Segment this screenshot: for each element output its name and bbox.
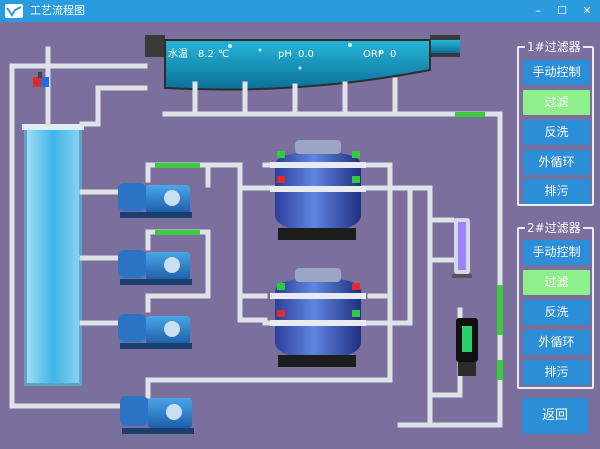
pipe-network: [9, 46, 503, 428]
filter2-title: 2#过滤器: [525, 220, 583, 236]
filter1-filter-button[interactable]: 过滤: [523, 90, 590, 115]
ph-value: 0.0: [298, 49, 314, 60]
maximize-button[interactable]: ☐: [557, 4, 567, 17]
filter1-external-circulation-button[interactable]: 外循环: [523, 150, 590, 175]
filter2-backwash-button[interactable]: 反洗: [523, 300, 590, 325]
filter1-manual-button[interactable]: 手动控制: [523, 60, 590, 85]
filter2-panel: 2#过滤器 手动控制 过滤 反洗 外循环 排污: [517, 220, 594, 389]
filter2-drain-button[interactable]: 排污: [523, 360, 590, 385]
pump-icon[interactable]: [120, 396, 194, 434]
filter1-drain-button[interactable]: 排污: [523, 179, 590, 204]
window-titlebar: 工艺流程图 – ☐ ✕: [0, 0, 600, 22]
sand-filter-icon[interactable]: [270, 268, 366, 367]
pump-icon[interactable]: [118, 250, 192, 285]
filter2-external-circulation-button[interactable]: 外循环: [523, 330, 590, 355]
process-diagram: [9, 35, 503, 434]
filter1-panel: 1#过滤器 手动控制 过滤 反洗 外循环 排污: [517, 39, 594, 206]
filter1-title: 1#过滤器: [525, 39, 583, 55]
filtration-tower: [22, 124, 84, 386]
ph-label: pH: [278, 49, 292, 60]
window-title: 工艺流程图: [30, 4, 85, 17]
orp-label: ORP: [363, 49, 384, 60]
valve-icon[interactable]: [33, 72, 49, 87]
filter2-filter-button[interactable]: 过滤: [523, 270, 590, 295]
pump-icon[interactable]: [118, 183, 192, 218]
close-button[interactable]: ✕: [582, 4, 592, 17]
flow-indicators: [155, 112, 503, 380]
orp-value: 0: [390, 49, 397, 60]
temp-label: 水温: [168, 49, 188, 60]
pool-tank: [145, 35, 460, 91]
back-button[interactable]: 返回: [522, 398, 588, 434]
filter2-manual-button[interactable]: 手动控制: [523, 240, 590, 265]
uv-sterilizer-icon[interactable]: [452, 218, 472, 278]
dosing-unit-icon[interactable]: [456, 318, 478, 376]
minimize-button[interactable]: –: [535, 4, 541, 17]
app-logo-icon: [5, 4, 23, 18]
filter1-backwash-button[interactable]: 反洗: [523, 120, 590, 145]
temp-unit: ℃: [218, 49, 230, 60]
sand-filter-icon[interactable]: [270, 140, 366, 240]
pump-icon[interactable]: [118, 314, 192, 349]
temp-value: 8.2: [198, 49, 214, 60]
